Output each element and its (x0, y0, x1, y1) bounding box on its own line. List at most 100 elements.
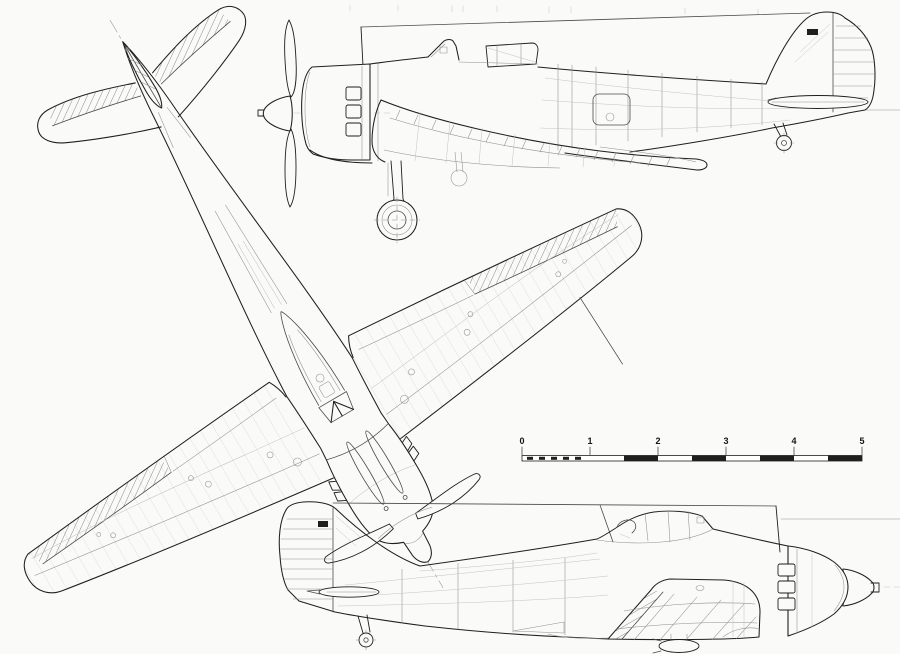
windscreen (427, 38, 460, 61)
wing-port-ribs (24, 382, 334, 593)
wing-tip (695, 158, 708, 171)
scale-label: 5 (859, 436, 864, 446)
tail (278, 501, 421, 651)
propeller-shaft (257, 109, 265, 117)
cowling (301, 62, 379, 162)
aileron-band (27, 458, 172, 564)
rudder-ribs (279, 518, 334, 600)
propeller-plan (324, 473, 481, 564)
tail-wheel (773, 122, 795, 154)
turtledeck-lines (214, 204, 288, 314)
elevator-horn (306, 589, 321, 595)
fin-leading-edge (335, 508, 421, 567)
scale-label: 3 (723, 436, 728, 446)
pilot-seat (318, 381, 335, 398)
flap-wedge (512, 621, 565, 634)
station-ticks (349, 4, 759, 16)
propeller-blade-starboard (415, 473, 481, 520)
antenna-mast (360, 26, 364, 67)
gun-trough-port (346, 441, 385, 505)
frame-lines (401, 557, 566, 636)
wing-leading-edge (380, 99, 697, 160)
wing-root-fillet (547, 633, 609, 639)
fin-plan (123, 42, 191, 148)
scale-label: 0 (519, 436, 524, 446)
access-hatch (592, 93, 631, 126)
tail-wheel (355, 614, 377, 651)
drop-tank (652, 633, 700, 654)
spinner-base (405, 533, 424, 544)
scale-dash (551, 456, 557, 460)
cowling (787, 545, 849, 637)
hatch-handle (605, 112, 615, 122)
scale-label: 1 (587, 436, 592, 446)
gun-trough-starboard (365, 430, 404, 494)
gunsight (439, 46, 448, 54)
scale-dash (539, 456, 545, 460)
flap-band (608, 590, 663, 639)
propeller (257, 19, 297, 208)
stringers (539, 77, 803, 130)
scale-dash (527, 456, 533, 460)
propeller-blade-port (324, 523, 394, 564)
fuel-cap (695, 585, 705, 591)
antenna-mast (775, 505, 781, 553)
canopy-plan (280, 311, 346, 406)
canopy (596, 510, 703, 540)
fuselage (309, 38, 849, 164)
antenna-wire (332, 502, 777, 543)
scale-segment (624, 455, 658, 461)
aileron-hinge (599, 146, 697, 163)
canopy-hood (485, 42, 539, 68)
scale-dash (563, 456, 569, 460)
fin-marking (807, 29, 818, 35)
wing-starboard (348, 208, 643, 440)
aileron-hinge (42, 471, 172, 565)
propeller-blade-upper (284, 19, 297, 98)
windscreen (701, 515, 714, 530)
cowl-gills (328, 435, 420, 502)
plan-view (23, 5, 643, 594)
rudder (278, 509, 336, 613)
scale-bar: 0 1 2 3 4 5 (519, 436, 865, 462)
far-gear-leg (454, 151, 464, 173)
antenna-wire (360, 12, 811, 28)
stringers (337, 552, 609, 607)
pilot-headrest (616, 519, 637, 534)
exhaust-stubs (777, 563, 796, 611)
canopy-frames (644, 510, 691, 543)
fin-marking (318, 521, 328, 527)
scale-ticks (521, 446, 863, 456)
rudder (844, 17, 876, 114)
far-wheel (450, 169, 468, 187)
wing-panel (607, 578, 761, 641)
elevator-hinge (52, 95, 142, 127)
exhaust-stubs (345, 86, 362, 137)
scale-segment (692, 455, 726, 461)
fin-top (285, 501, 337, 511)
gunsight (696, 516, 705, 524)
scale-dash (575, 456, 581, 460)
elevator-horn (767, 97, 777, 101)
elevator-band (152, 9, 231, 84)
pitot-tube (579, 297, 623, 365)
elevator-hinge (160, 21, 231, 85)
rib-ticks (395, 109, 671, 168)
wing-root-fillet (371, 99, 386, 163)
scale-label: 2 (655, 436, 660, 446)
gear-bulge (722, 627, 760, 638)
wing-ribs (633, 593, 757, 641)
nose (777, 545, 880, 637)
aileron-band (467, 208, 618, 295)
tailplane-starboard (152, 5, 247, 118)
rudder-ribs (833, 25, 875, 99)
scale-segment (760, 455, 794, 461)
wing (371, 99, 708, 171)
propeller-blade-lower (284, 128, 297, 208)
elevator-band (47, 82, 141, 126)
wing (547, 578, 761, 654)
tail (765, 11, 876, 154)
spinner (262, 95, 293, 132)
